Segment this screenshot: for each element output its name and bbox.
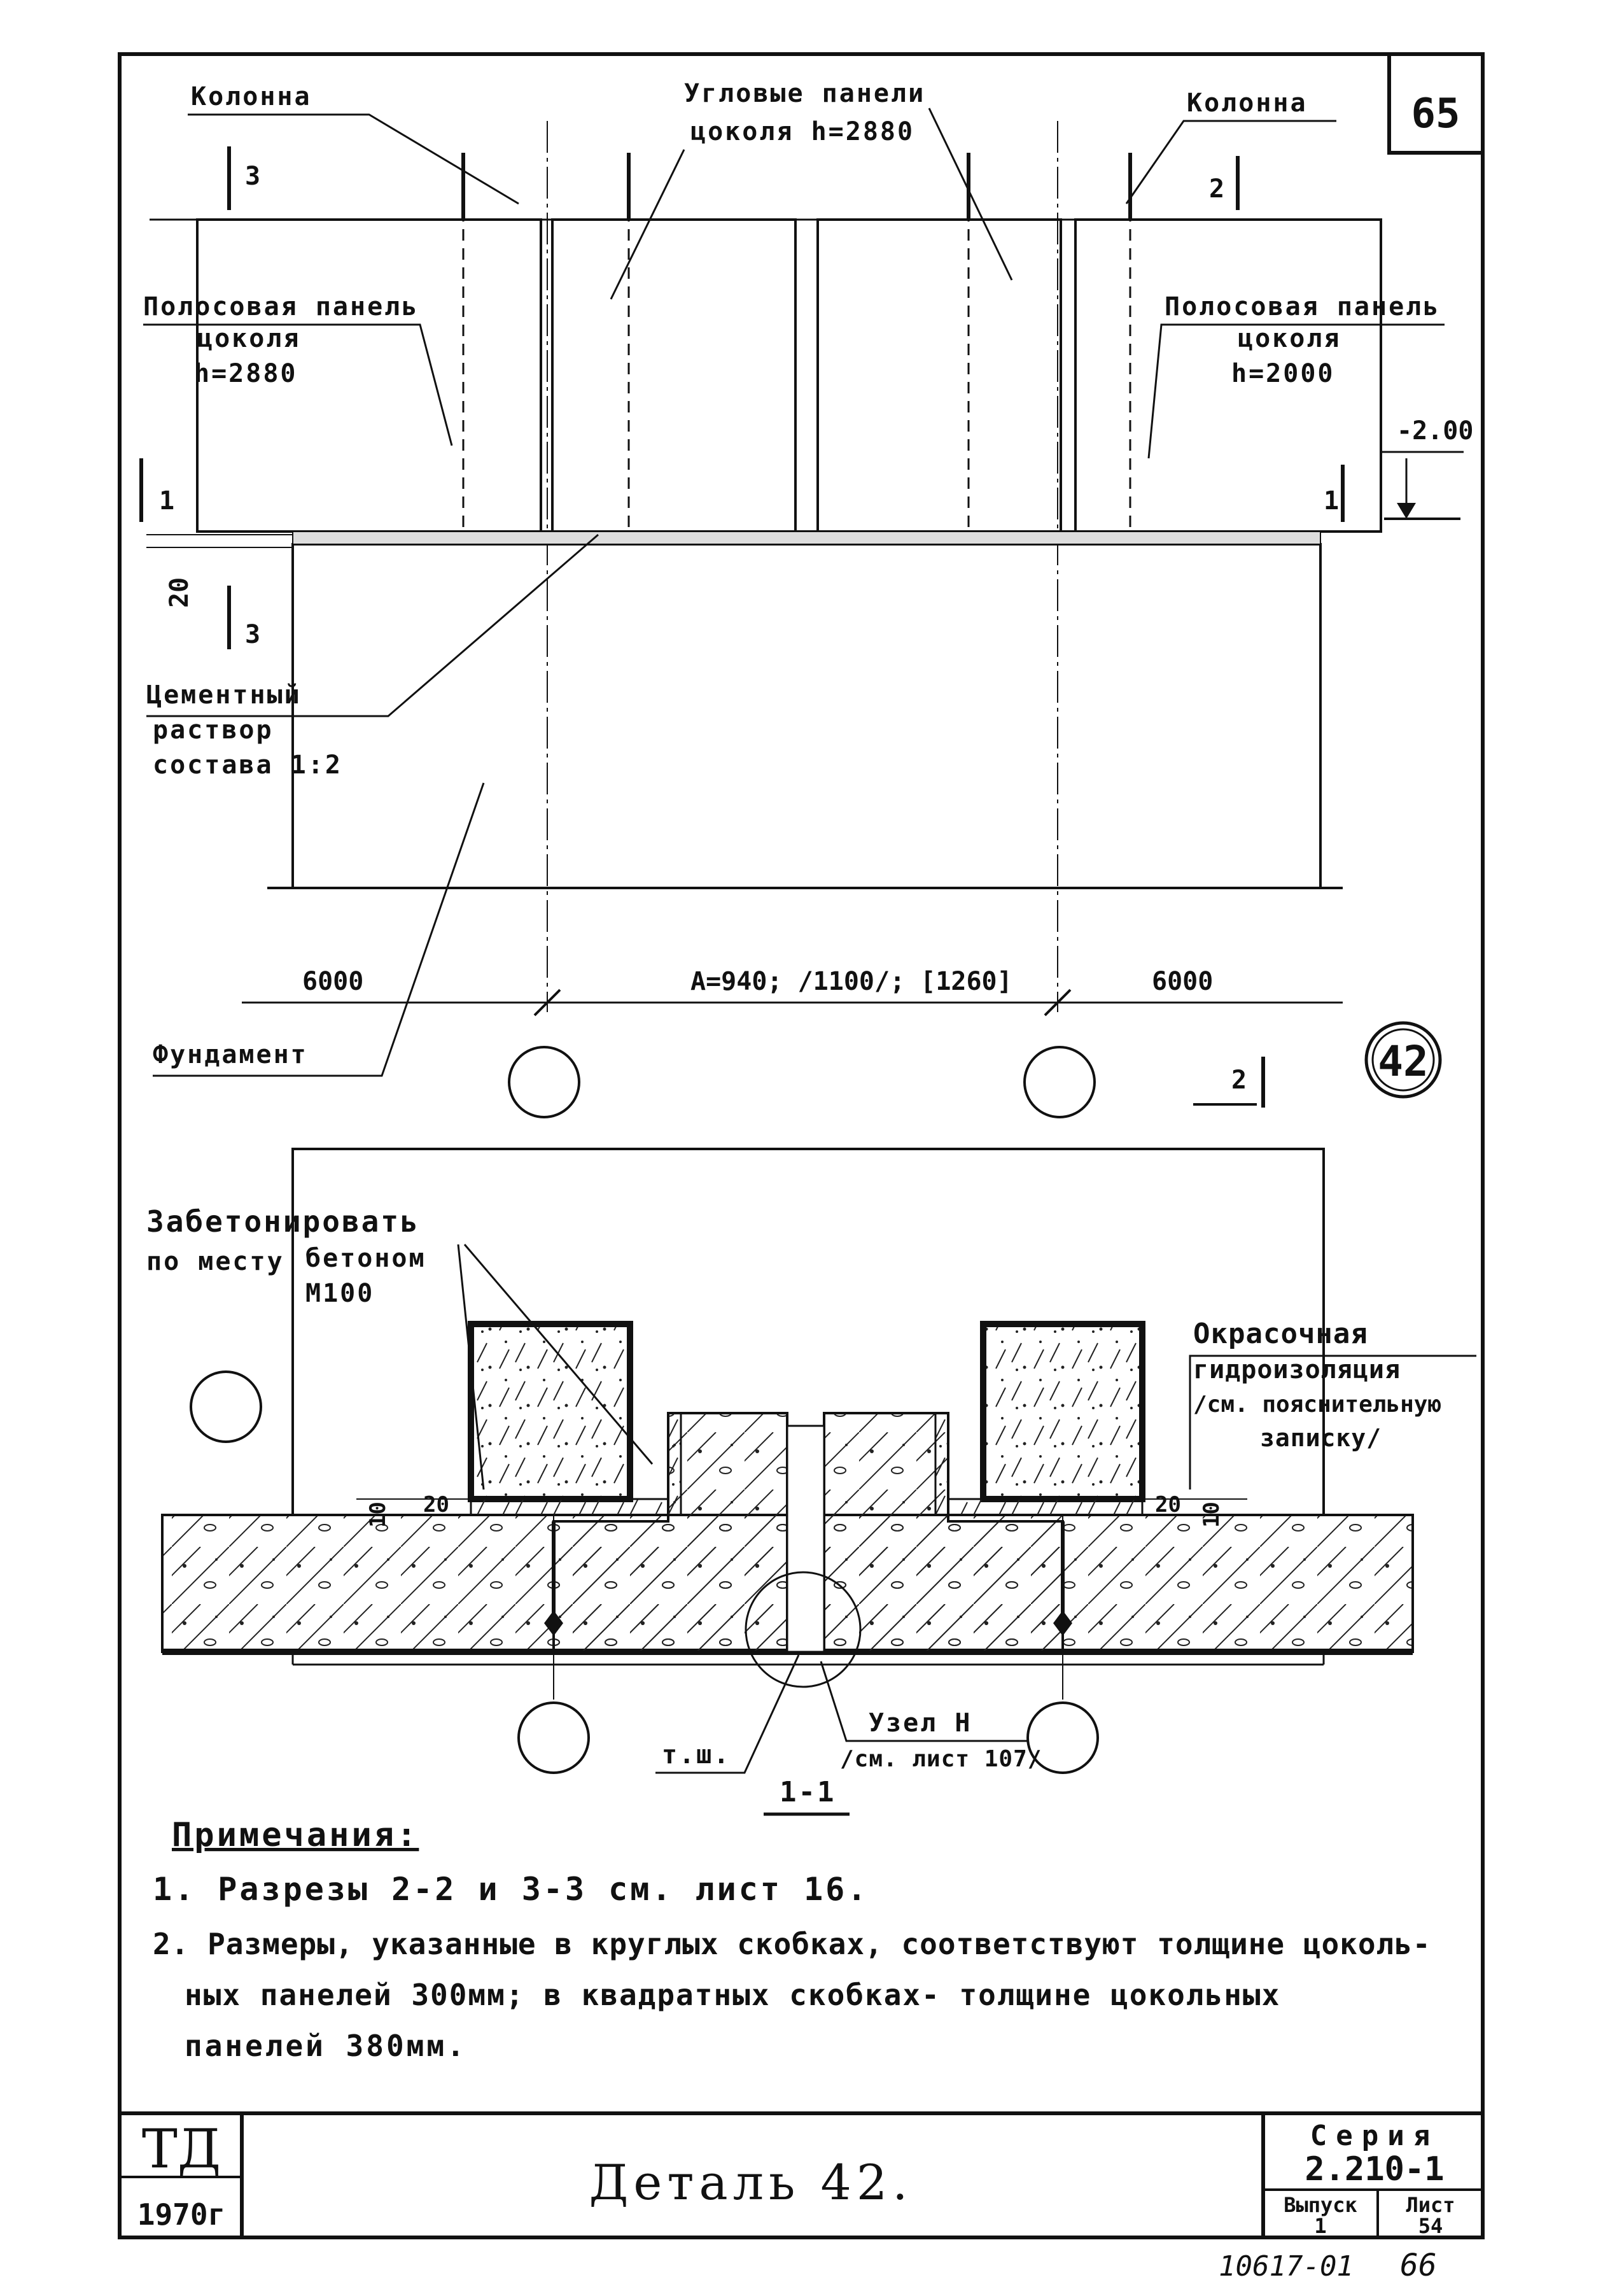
note-2-line-1: 2. Размеры, указанные в круглых скобках,… xyxy=(153,1927,1431,1961)
note-2-line-3: панелей 380мм. xyxy=(185,2029,467,2063)
label-mortar-1: Цементный xyxy=(146,680,302,710)
notes: Примечания: 1. Разрезы 2-2 и 3-3 см. лис… xyxy=(153,1816,1431,2063)
dim-20-left: 20 xyxy=(423,1492,449,1518)
bottom-code: 10617-01 xyxy=(1219,2250,1354,2283)
section-label: 1-1 xyxy=(780,1776,836,1808)
axis-bubble-section-right xyxy=(1026,1701,1099,1774)
page-number: 65 xyxy=(1411,90,1460,137)
insulation-block-right xyxy=(980,1321,1145,1502)
dim-right: 6000 xyxy=(1152,967,1213,996)
note-1: 1. Разрезы 2-2 и 3-3 см. лист 16. xyxy=(153,1871,869,1908)
strip-panel-right xyxy=(1074,218,1382,533)
axis-bubble-right xyxy=(1023,1046,1096,1118)
level-mark: -2.00 xyxy=(1397,416,1473,446)
center-joint xyxy=(786,1425,825,1653)
node-callout-circle xyxy=(745,1571,862,1688)
notes-title: Примечания: xyxy=(172,1816,419,1854)
cut-3-bottom: 3 xyxy=(245,620,260,649)
label-strip-right-2: цоколя xyxy=(1238,324,1341,353)
label-paint-1: Окрасочная xyxy=(1193,1318,1368,1350)
insulation-block-left xyxy=(468,1321,633,1502)
foundation-outline xyxy=(291,543,1322,889)
axis-bubble-section-left xyxy=(517,1701,590,1774)
label-strip-right-1: Полосовая панель xyxy=(1165,292,1440,321)
title-main: Деталь 42. xyxy=(589,2154,913,2211)
dim-left: 6000 xyxy=(302,967,363,996)
label-concrete-1: Забетонировать xyxy=(146,1204,420,1239)
dim-20-plan: 20 xyxy=(165,577,194,608)
issue-label: Выпуск xyxy=(1284,2193,1357,2217)
bottom-number: 66 xyxy=(1400,2248,1437,2283)
title-block: ТД 1970г Деталь 42. Серия 2.210-1 Выпуск… xyxy=(120,2111,1483,2238)
corner-panel-right xyxy=(816,218,1062,533)
label-paint-4: записку/ xyxy=(1260,1424,1382,1452)
label-foundation: Фундамент xyxy=(153,1040,308,1069)
label-concrete-2: по месту xyxy=(146,1247,284,1276)
label-concrete-4: М100 xyxy=(305,1279,374,1308)
cut-3-top: 3 xyxy=(245,162,260,191)
label-node-1: Узел Н xyxy=(869,1708,972,1738)
title-org: ТД xyxy=(142,2118,221,2180)
dim-center: A=940; /1100/; [1260] xyxy=(690,967,1012,996)
dim-10-left: 10 xyxy=(365,1502,391,1528)
cut-1-left: 1 xyxy=(159,486,174,516)
label-corner-panels-2: цоколя h=2880 xyxy=(690,117,914,146)
label-paint-2: гидроизоляция xyxy=(1193,1355,1401,1384)
label-strip-left-2: цоколя xyxy=(197,324,301,353)
label-concrete-3: бетоном xyxy=(305,1244,426,1273)
label-strip-left-1: Полосовая панель xyxy=(143,292,419,321)
axis-bubble-left xyxy=(508,1046,580,1118)
sheet-frame xyxy=(118,52,1485,2239)
label-mortar-2: раствор xyxy=(153,715,274,745)
section-view: Забетонировать по месту бетоном М100 Окр… xyxy=(146,1148,1476,1816)
page-number-box xyxy=(1387,52,1485,155)
corner-panel-left xyxy=(551,218,797,533)
label-column-left: Колонна xyxy=(191,82,312,111)
sheet-label: Лист xyxy=(1406,2193,1455,2217)
axis-bubble-side xyxy=(190,1370,262,1443)
title-year: 1970г xyxy=(137,2197,225,2232)
label-paint-3: /см. пояснительную xyxy=(1193,1391,1441,1418)
series-value: 2.210-1 xyxy=(1305,2150,1444,2188)
issue-value: 1 xyxy=(1314,2214,1326,2238)
detail-badge-number: 42 xyxy=(1378,1037,1428,1086)
label-tsh: т.ш. xyxy=(662,1740,731,1770)
series-label: Серия xyxy=(1310,2120,1439,2152)
label-corner-panels-1: Угловые панели xyxy=(684,79,925,108)
label-strip-right-3: h=2000 xyxy=(1231,359,1335,388)
label-strip-left-3: h=2880 xyxy=(194,359,298,388)
cut-2-bottom: 2 xyxy=(1231,1066,1247,1095)
plan-view: Колонна Угловые панели цоколя h=2880 Кол… xyxy=(139,79,1473,1118)
cut-1-right: 1 xyxy=(1324,486,1339,516)
cut-2-top: 2 xyxy=(1209,174,1224,204)
dim-10-right: 10 xyxy=(1199,1502,1224,1528)
note-2-line-2: ных панелей 300мм; в квадратных скобках-… xyxy=(185,1978,1280,2012)
label-column-right: Колонна xyxy=(1187,88,1308,118)
detail-badge xyxy=(1364,1021,1442,1099)
dim-20-right: 20 xyxy=(1155,1492,1181,1518)
label-mortar-3: состава 1:2 xyxy=(153,750,342,780)
sheet-value: 54 xyxy=(1418,2214,1443,2238)
label-node-2: /см. лист 107/ xyxy=(840,1746,1042,1772)
